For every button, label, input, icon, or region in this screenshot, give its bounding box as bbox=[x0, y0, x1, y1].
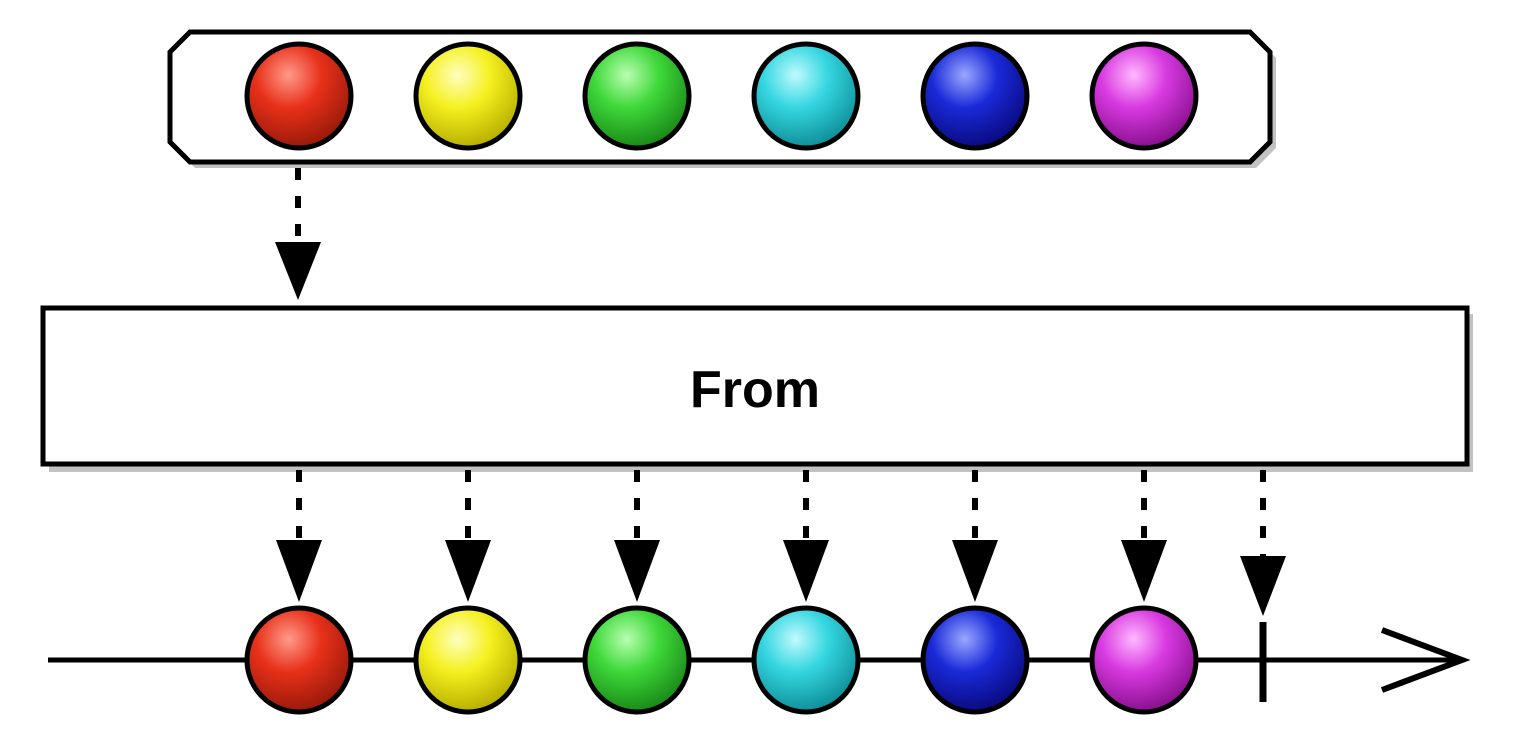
output-timeline bbox=[48, 605, 1471, 715]
source-marble-yellow bbox=[413, 41, 523, 151]
source-marble-red bbox=[244, 41, 354, 151]
output-arrowhead-green bbox=[614, 540, 660, 602]
output-items bbox=[244, 605, 1199, 715]
output-marble-blue bbox=[920, 605, 1030, 715]
source-marble-blue bbox=[920, 41, 1030, 151]
input-arrowhead bbox=[275, 242, 321, 300]
completion-arrowhead bbox=[1240, 556, 1286, 616]
output-arrowhead-cyan bbox=[783, 540, 829, 602]
output-arrowhead-red bbox=[276, 540, 322, 602]
output-arrows bbox=[276, 470, 1286, 616]
output-marble-green bbox=[582, 605, 692, 715]
source-items bbox=[244, 41, 1199, 151]
output-arrowhead-yellow bbox=[445, 540, 491, 602]
output-marble-red bbox=[244, 605, 354, 715]
output-marble-magenta bbox=[1089, 605, 1199, 715]
source-marble-magenta bbox=[1089, 41, 1199, 151]
source-collection bbox=[167, 29, 1276, 168]
operator-box: From bbox=[40, 305, 1473, 472]
source-marble-green bbox=[582, 41, 692, 151]
operator-box-rect bbox=[40, 305, 1470, 467]
timeline-arrowhead bbox=[1380, 627, 1471, 693]
operator-label: From bbox=[690, 361, 820, 419]
source-marble-cyan bbox=[751, 41, 861, 151]
input-arrow bbox=[275, 168, 321, 300]
output-arrowhead-magenta bbox=[1121, 540, 1167, 602]
output-arrowhead-blue bbox=[952, 540, 998, 602]
output-marble-yellow bbox=[413, 605, 523, 715]
output-marble-cyan bbox=[751, 605, 861, 715]
